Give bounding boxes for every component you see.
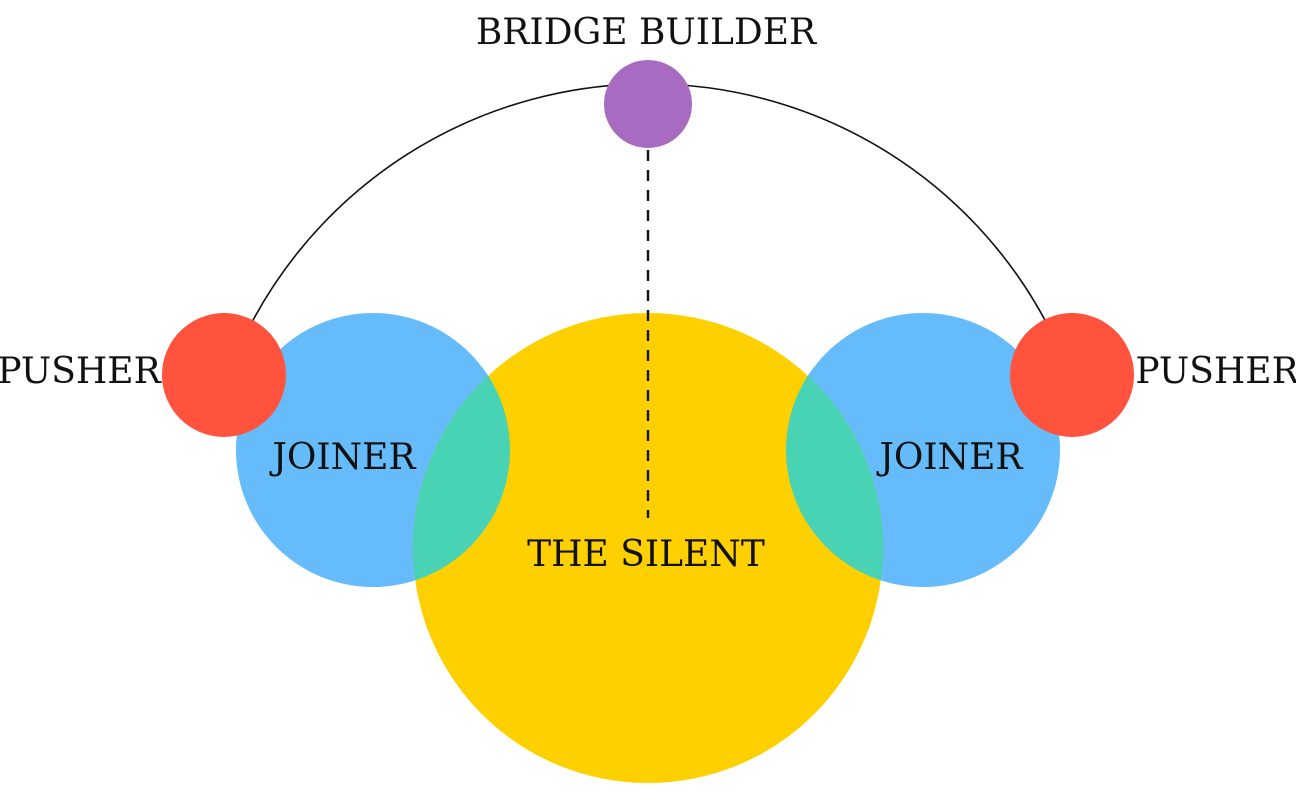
pusher-left-circle (162, 313, 286, 437)
pusher-right-circle (1010, 313, 1134, 437)
pusher-right-label: PUSHER (1135, 351, 1296, 392)
joiner-right-label: JOINER (875, 437, 1023, 478)
joiner-left-label: JOINER (268, 437, 416, 478)
silent-circle (413, 313, 883, 783)
silent-label: THE SILENT (527, 534, 765, 575)
bridge-builder-circle (604, 60, 692, 148)
bridge-builder-label: BRIDGE BUILDER (476, 12, 817, 53)
pusher-left-label: PUSHER (0, 351, 162, 392)
